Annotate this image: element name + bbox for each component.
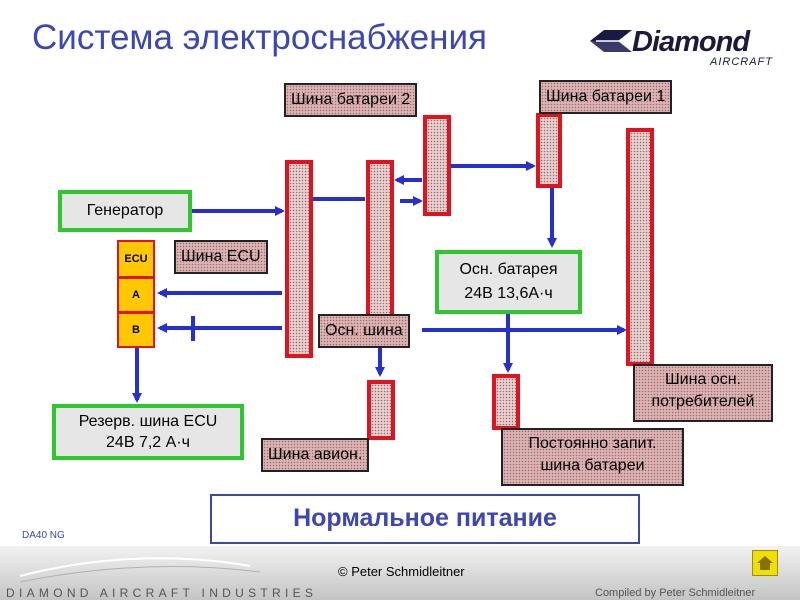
main-bus-label: Осн. шина <box>318 314 410 348</box>
battery-bus-2-bar <box>423 115 451 216</box>
footer-band <box>0 546 800 600</box>
backup-ecu-box: Резерв. шина ECU 24В 7,2 А·ч <box>52 404 244 460</box>
ecu-bus-label: Шина ECU <box>174 240 268 274</box>
hot-bus-label-line2: шина батареи <box>540 457 645 474</box>
avionics-bus-bar <box>367 380 395 440</box>
main-consumers-label: Шина осн. потребителей <box>633 364 773 422</box>
ecu-a-cell: A <box>117 277 155 313</box>
home-button[interactable] <box>752 550 778 576</box>
logo-sub: AIRCRAFT <box>710 56 773 68</box>
ecu-header: ECU <box>117 240 155 278</box>
hot-bus-bar <box>492 374 520 430</box>
logo-brand: Diamond <box>632 26 750 58</box>
backup-ecu-line1: Резерв. шина ECU <box>78 413 218 430</box>
main-consumers-label-line1: Шина осн. <box>665 371 741 388</box>
compiled-text: Compiled by Peter Schmidleitner <box>595 587 756 599</box>
ecu-bus-bar <box>285 160 313 358</box>
main-consumers-label-line2: потребителей <box>651 393 755 410</box>
battery-bus-1-label: Шина батареи 1 <box>539 80 673 114</box>
industry-text: DIAMOND AIRCRAFT INDUSTRIES <box>6 586 318 600</box>
main-battery-box: Осн. батарея 24В 13,6А·ч <box>435 250 582 314</box>
battery-bus-1-bar <box>536 113 562 188</box>
mode-caption: Нормальное питание <box>210 494 640 544</box>
copyright-text: © Peter Schmidleitner <box>338 564 465 579</box>
page-title: Система электроснабжения <box>32 18 487 57</box>
hot-bus-label-line1: Постоянно запит. <box>528 435 657 452</box>
main-battery-line1: Осн. батарея <box>459 261 558 278</box>
battery-bus-2-label: Шина батареи 2 <box>284 83 418 117</box>
model-label: DA40 NG <box>22 530 65 541</box>
hot-bus-label: Постоянно запит. шина батареи <box>501 428 684 486</box>
generator-box: Генератор <box>58 190 192 232</box>
main-bus-bar <box>366 160 394 322</box>
diamond-logo-icon <box>590 30 632 52</box>
avionics-bus-label: Шина авион. <box>261 438 370 472</box>
home-icon <box>757 556 773 570</box>
main-consumers-bus-bar <box>626 128 654 366</box>
main-battery-line2: 24В 13,6А·ч <box>464 285 553 302</box>
diamond-logo: Diamond AIRCRAFT <box>588 26 778 72</box>
backup-ecu-line2: 24В 7,2 А·ч <box>106 434 190 451</box>
footer-swoosh <box>19 557 261 583</box>
ecu-b-cell: B <box>117 312 155 348</box>
